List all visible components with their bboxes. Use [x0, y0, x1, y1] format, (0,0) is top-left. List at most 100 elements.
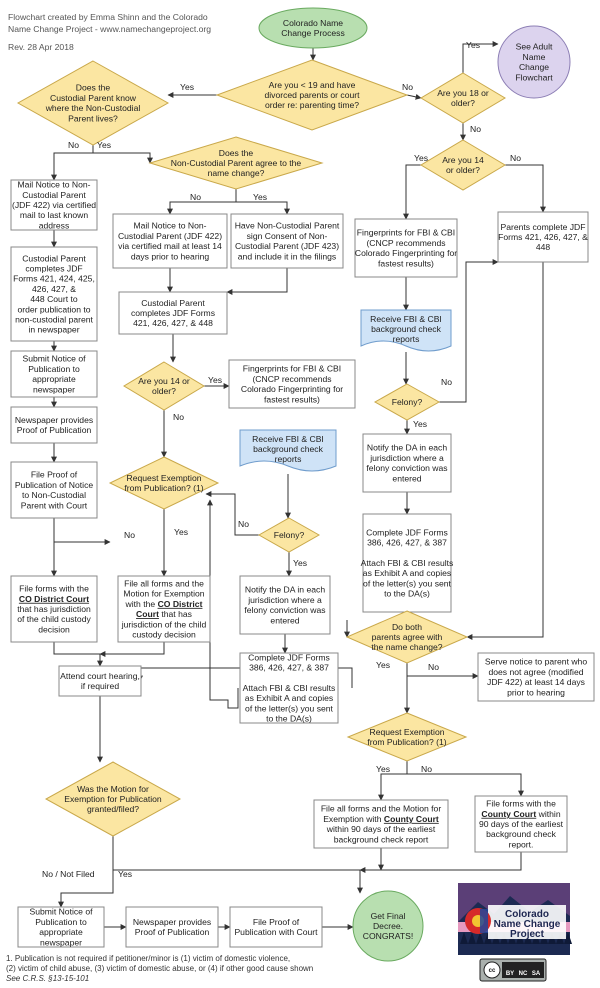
edge-label-13: No	[441, 377, 452, 387]
file-co-a-text-line-3: that has jurisdiction	[17, 604, 91, 614]
cc-icon: cc	[489, 968, 496, 974]
file-co-a-text-line-2: CO District Court	[19, 594, 89, 604]
file-county-b-text-line-2: County Court within	[481, 809, 560, 819]
q-exempt-right-text-line-1: Request Exemption	[370, 727, 445, 737]
mail-notice-b-text-line-3: via certified mail at least 14	[118, 241, 222, 251]
q-felony-mid-text-line-1: Felony?	[274, 530, 305, 540]
complete-mid-text-line-6: of the letter(s) you sent	[245, 703, 334, 713]
cust-complete-a-text-line-4: 426, 427, &	[32, 284, 76, 294]
decision-diamond	[420, 72, 506, 124]
file-county-a-text-line-2: Exemption with County Court	[323, 814, 439, 824]
edge-label-3: No	[470, 124, 481, 134]
receive-right-text-line-1: Receive FBI & CBI	[370, 314, 442, 324]
process-box	[10, 461, 98, 519]
final-text-line-3: CONGRATS!	[363, 931, 413, 941]
connector-9	[236, 201, 290, 215]
q-both-agree-text-line-3: the name change?	[371, 642, 442, 652]
connector-45	[359, 852, 522, 873]
terminal-circle	[352, 890, 424, 962]
process-box	[10, 246, 98, 342]
edge-label-22: No	[421, 764, 432, 774]
attend-text-line-1: Attend court hearing,	[60, 671, 140, 681]
q-exempt-mid-text-line-2: from Publication? (1)	[124, 483, 203, 493]
mail-notice-b-text-line-1: Mail Notice to Non-	[133, 221, 206, 231]
connector-11	[494, 164, 546, 213]
logo-title-line-2: Name Change	[494, 919, 561, 930]
edge-label-20: No	[428, 662, 439, 672]
adult-text-line-1: See Adult	[516, 42, 553, 52]
consent-text-line-3: Custodial Parent (JDF 423)	[235, 241, 339, 251]
header-revision: Rev. 28 Apr 2018	[8, 42, 74, 52]
complete-mid-text-line-7: to the DA(s)	[266, 714, 312, 724]
footnote-line-3: See C.R.S. §13-15-101	[6, 974, 89, 983]
process-box	[10, 179, 98, 231]
mail-notice-b-text-line-4: days prior to hearing	[131, 251, 210, 261]
connector-2	[406, 93, 422, 100]
mail-notice-a-text-line-4: mail to last known	[20, 210, 89, 220]
start-text-line-2: Change Process	[281, 28, 345, 38]
logo-tree	[476, 932, 484, 944]
connector-27	[53, 518, 111, 545]
parents-complete-text-line-2: Forms 421, 426, 427, &	[498, 232, 588, 242]
complete-mid-text-line-5: as Exhibit A and copies	[245, 693, 333, 703]
q-felony-right-text-line-1: Felony?	[392, 397, 423, 407]
decision-diamond	[346, 712, 468, 762]
cust-complete-b-text-line-1: Custodial Parent	[141, 298, 205, 308]
complete-right-text-line-4: Attach FBI & CBI results	[361, 558, 454, 568]
connector-8	[167, 189, 237, 215]
file-co-b-text-line-5: jurisdiction of the child	[121, 619, 207, 629]
receive-right-text-line-3: reports	[393, 334, 420, 344]
q-custodial-know-text-line-3: where the Non-Custodial	[45, 103, 141, 113]
serve-notice-text-line-4: prior to hearing	[507, 687, 565, 697]
fp-mid-text-line-2: (CNCP recommends	[252, 374, 331, 384]
process-box	[239, 652, 339, 724]
header-credit-line-1: Flowchart created by Emma Shinn and the …	[8, 12, 208, 22]
q-18-text-line-2: older?	[451, 98, 475, 108]
connector-10	[403, 164, 432, 220]
fp-mid-node: Fingerprints for FBI & CBI(CNCP recommen…	[228, 359, 356, 409]
consent-text-line-1: Have Non-Custodial Parent	[235, 221, 340, 231]
file-proof-a-text-line-1: File Proof of	[31, 470, 78, 480]
newspaper-b-text-line-2: Proof of Publication	[135, 927, 210, 937]
receive-mid-text-line-3: reports	[275, 454, 302, 464]
file-county-a-text-line-4: background check report	[334, 834, 429, 844]
edge-label-16: Yes	[174, 527, 188, 537]
process-box	[362, 433, 452, 493]
mail-notice-a-text-line-5: address	[39, 220, 70, 230]
q-felony-right-node: Felony?	[373, 383, 441, 421]
logo-title-line-1: Colorado	[505, 909, 549, 920]
process-box	[118, 291, 228, 335]
submit-pub-a-text-line-4: newspaper	[33, 384, 75, 394]
nc-icon: NC	[519, 971, 528, 977]
edge-label-23: No / Not Filed	[42, 869, 95, 879]
file-co-b-text-line-4: Court that has	[136, 609, 192, 619]
attend-node: Attend court hearing,if required	[58, 665, 142, 697]
submit-pub-b-text-line-2: Publication to	[35, 917, 87, 927]
complete-mid-text-line-4: Attach FBI & CBI results	[243, 683, 336, 693]
edge-label-5: No	[68, 140, 79, 150]
file-proof-b-text-line-2: Publication with Court	[234, 927, 318, 937]
process-box	[239, 575, 331, 635]
process-box	[477, 652, 595, 702]
serve-notice-text-line-2: does not agree (modified	[488, 667, 583, 677]
sa-icon: SA	[532, 971, 541, 977]
submit-pub-b-text-line-4: newspaper	[40, 937, 82, 947]
parents-complete-text-line-3: 448	[536, 242, 551, 252]
mail-notice-a-text-line-3: (JDF 422) via certified	[12, 200, 96, 210]
cust-complete-a-text-line-8: in newspaper	[28, 325, 79, 335]
decision-diamond	[345, 610, 469, 664]
footnote-line-2: (2) victim of child abuse, (3) victim of…	[6, 964, 313, 973]
decision-diamond	[373, 383, 441, 421]
